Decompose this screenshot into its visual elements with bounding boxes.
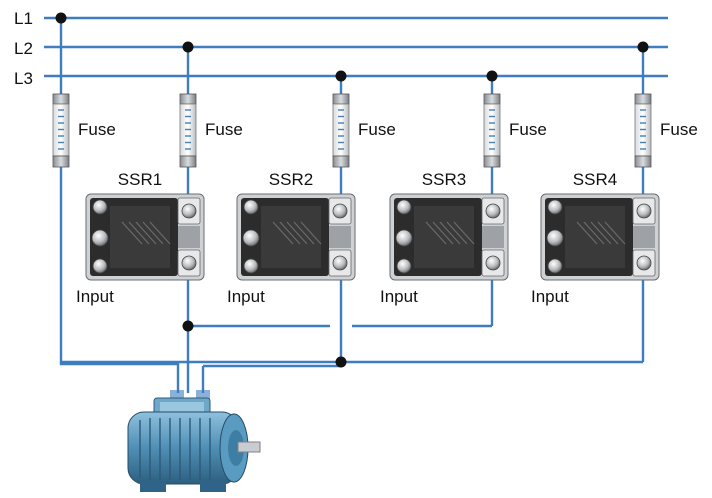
line-label-l3: L3 [14,69,33,88]
input-label: Input [531,287,569,306]
fuse-label: Fuse [205,120,243,139]
input-label: Input [227,287,265,306]
fuse-drop-wires [59,18,645,95]
fuse-label: Fuse [509,120,547,139]
line-label-l1: L1 [14,9,33,28]
junctions [55,12,649,368]
relay-label: SSR3 [422,170,466,189]
fuses: Fuse Fuse Fuse Fuse Fuse [52,93,698,168]
line-label-l2: L2 [14,39,33,58]
junction-dot [182,41,194,53]
fuse-icon: Fuse [483,93,547,168]
relay-label: SSR4 [573,170,617,189]
fuse-icon: Fuse [52,93,116,168]
fuse-label: Fuse [78,120,116,139]
fuse-label: Fuse [358,120,396,139]
input-label: Input [380,287,418,306]
fuse-icon: Fuse [179,93,243,168]
junction-dot [486,70,498,82]
load-wiring [59,166,645,393]
relay-label: SSR1 [118,170,162,189]
junction-dot [335,70,347,82]
relay-label: SSR2 [269,170,313,189]
fuse-icon: Fuse [634,93,698,168]
motor-icon [127,390,261,492]
junction-dot [637,41,649,53]
fuse-icon: Fuse [332,93,396,168]
input-label: Input [76,287,114,306]
junction-dot [182,320,194,332]
junction-dot [335,356,347,368]
junction-dot [55,12,67,24]
supply-lines: L1 L2 L3 [14,9,668,88]
fuse-label: Fuse [660,120,698,139]
